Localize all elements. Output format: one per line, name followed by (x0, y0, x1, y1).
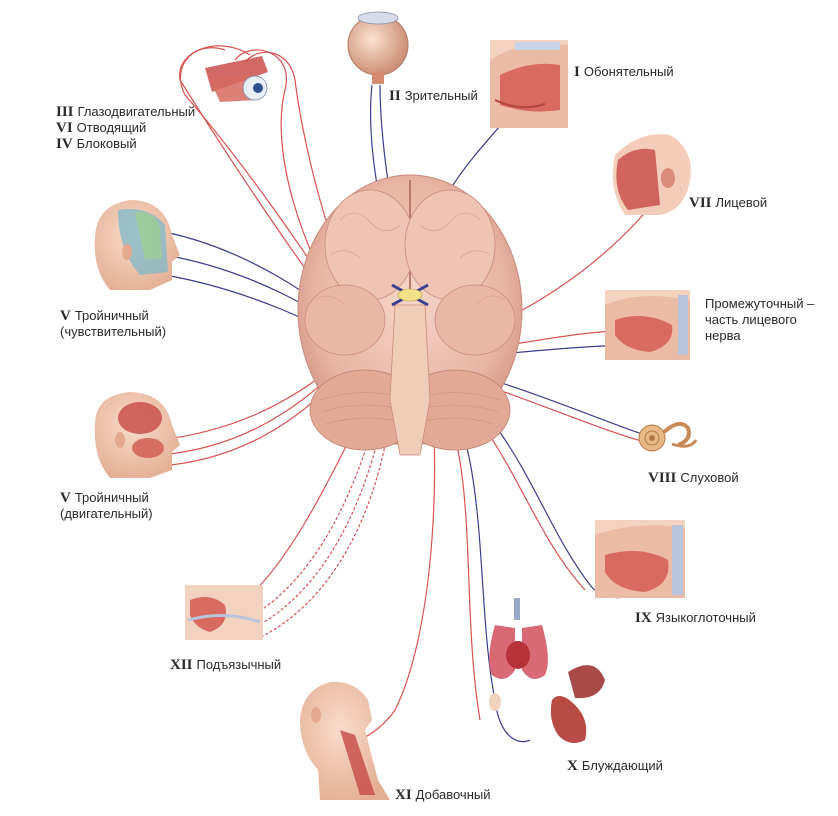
head-motor-icon (94, 392, 180, 478)
face-muscles-icon (612, 134, 691, 215)
throat-section-icon (595, 520, 685, 598)
nose-section-icon (490, 40, 568, 128)
eye-icon (347, 11, 409, 84)
mouth-section-icon (605, 290, 690, 360)
tongue-section-icon (185, 585, 263, 640)
head-sensory-icon (94, 200, 180, 290)
brain-illustration (297, 174, 523, 456)
ear-icon (638, 421, 698, 452)
label-intermediate: Промежуточный – часть лицевого нерва (705, 296, 815, 343)
organs-icon (489, 598, 605, 744)
eyeball-muscles-icon (205, 56, 268, 102)
neck-icon (300, 681, 390, 800)
